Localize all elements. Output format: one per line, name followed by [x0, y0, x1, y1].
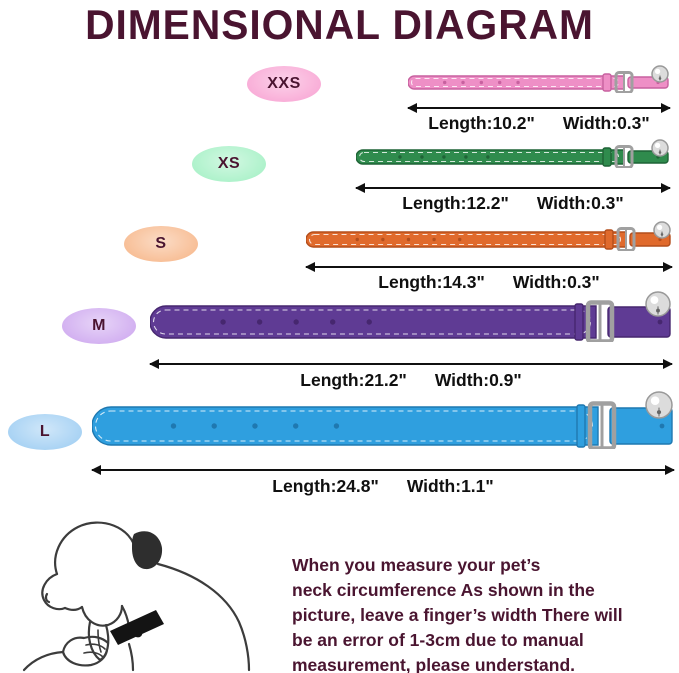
size-badge-l: L — [8, 414, 82, 450]
size-label: S — [155, 235, 167, 252]
size-badge-m: M — [62, 308, 136, 344]
person-arm — [22, 650, 65, 672]
dimension-width: Width:0.3" — [562, 113, 650, 133]
dog-collar-band — [110, 610, 164, 645]
dimension-text-xs: Length:12.2" Width:0.3" — [356, 193, 670, 214]
bell-icon — [645, 291, 671, 317]
buckle-icon — [585, 300, 615, 342]
collar-graphic-l — [92, 391, 673, 449]
collar-graphic-s — [306, 221, 671, 251]
dimension-width: Width:0.3" — [512, 272, 600, 292]
collar-graphic-xxs — [408, 65, 669, 93]
length-arrow-l — [91, 464, 675, 475]
size-badge-xxs: XXS — [247, 66, 321, 102]
dimension-length: Length:21.2" — [300, 370, 407, 390]
collar-graphic-m — [150, 291, 671, 342]
size-label: M — [92, 317, 106, 334]
bell-icon — [653, 221, 671, 239]
dimension-width: Width:0.9" — [434, 370, 522, 390]
buckle-icon — [587, 401, 617, 449]
collar-ring — [133, 628, 143, 638]
bell-icon — [651, 139, 669, 157]
dimension-text-xxs: Length:10.2" Width:0.3" — [408, 113, 670, 134]
length-arrow-xs — [355, 182, 671, 193]
buckle-icon — [616, 227, 636, 251]
collar-graphic-xs — [356, 139, 669, 168]
dog-ear — [132, 531, 163, 570]
dimension-width: Width:1.1" — [406, 476, 494, 496]
dog-head-outline — [54, 521, 138, 576]
dimension-length: Length:12.2" — [402, 193, 509, 213]
length-arrow-m — [149, 358, 673, 369]
buckle-icon — [614, 71, 634, 93]
dog-jaw — [80, 604, 124, 627]
bell-icon — [651, 65, 669, 83]
dimension-length: Length:24.8" — [272, 476, 379, 496]
size-label: L — [39, 423, 51, 440]
dog-muzzle — [41, 572, 67, 611]
length-arrow-s — [305, 261, 673, 272]
dimension-length: Length:10.2" — [428, 113, 535, 133]
dimension-text-m: Length:21.2" Width:0.9" — [150, 370, 672, 391]
size-label: XXS — [267, 75, 301, 92]
size-badge-s: S — [124, 226, 198, 262]
bell-icon — [645, 391, 673, 419]
dimension-text-s: Length:14.3" Width:0.3" — [306, 272, 672, 293]
measurement-note: When you measure your pet’s neck circumf… — [292, 553, 672, 673]
page-title: DIMENSIONAL DIAGRAM — [85, 1, 594, 48]
dimension-width: Width:0.3" — [536, 193, 624, 213]
dimension-length: Length:14.3" — [378, 272, 485, 292]
dog-nostril — [44, 592, 51, 604]
size-badge-xs: XS — [192, 146, 266, 182]
note-line: measurement, please understand. — [292, 655, 576, 673]
dimension-text-l: Length:24.8" Width:1.1" — [92, 476, 674, 497]
dog-illustration — [22, 521, 251, 672]
length-arrow-xxs — [407, 102, 671, 113]
dog-back — [156, 562, 251, 672]
person-hand — [61, 635, 110, 654]
note-line: When you measure your pet’s — [292, 555, 541, 575]
buckle-icon — [614, 145, 634, 168]
size-label: XS — [217, 155, 241, 172]
note-line: picture, leave a finger’s width There wi… — [292, 605, 623, 625]
dog-chest — [127, 642, 135, 672]
note-line: be an error of 1-3cm due to manual — [292, 630, 584, 650]
note-line: neck circumference As shown in the — [292, 580, 595, 600]
